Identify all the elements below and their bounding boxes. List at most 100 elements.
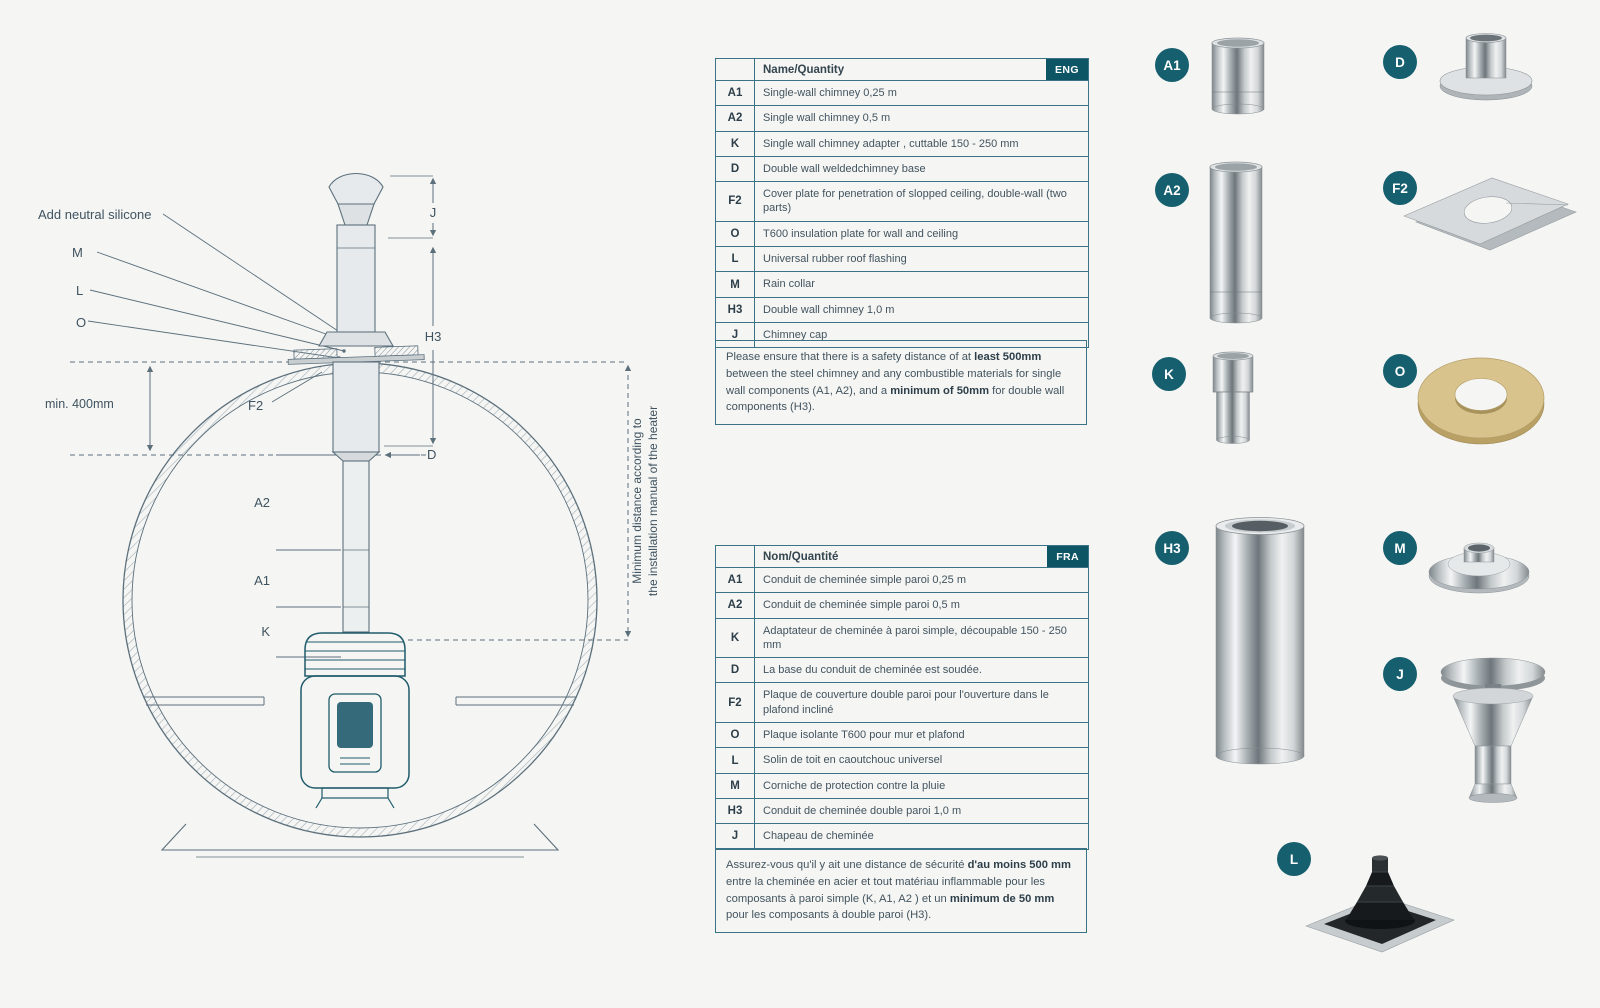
table-row: L Solin de toit en caoutchouc universel [716,748,1088,774]
row-desc: Single-wall chimney 0,25 m [763,87,897,99]
label-a2: A2 [254,495,270,510]
product-badge-k: K [1152,357,1186,391]
dimension-lines [146,175,437,459]
row-code: K [716,131,755,156]
label-vertical-note-2: the installation manual of the heater [646,406,660,596]
note-bold: minimum de 50 mm [949,892,1055,905]
row-desc: Double wall weldedchimney base [763,162,926,175]
note-text: Please ensure that there is a safety dis… [726,351,975,363]
row-code: H3 [716,798,755,824]
product-image-l [1305,855,1455,953]
table-row: J Chapeau de cheminée [716,824,1088,849]
label-j: J [430,205,437,220]
note-text: for double wall components (H3). [726,384,1065,414]
table-row: A2 Conduit de cheminée simple paroi 0,5 m [716,593,1088,619]
product-badge-f2: F2 [1383,171,1417,205]
row-desc: Plaque de couverture double paroi pour l… [763,689,1049,716]
row-desc: Single wall chimney 0,5 m [763,112,891,125]
lang-badge-fra: FRA [1047,546,1088,567]
table-row: J Chimney cap [716,322,1088,348]
label-vertical-note-1: Minimum distance according to [630,418,644,584]
table-row: H3 Conduit de cheminée double paroi 1,0 m [716,798,1088,825]
note-text: Assurez-vous qu'il y ait une distance de… [726,859,968,871]
note-text: pour les composants à double paroi (H3). [726,909,932,922]
label-silicone: Add neutral silicone [38,207,151,222]
product-image-k [1212,351,1254,444]
table-row: M Rain collar [716,272,1088,298]
row-code: M [716,272,755,297]
note-bold: d'au moins 500 mm [967,859,1071,871]
row-code: O [716,221,755,247]
table-row: A1 Conduit de cheminée simple paroi 0,25 … [716,568,1088,594]
row-code: A1 [716,568,755,593]
row-code: O [716,723,755,748]
row-desc: Conduit de cheminée double paroi 1,0 m [763,804,962,817]
product-badge-d: D [1383,45,1417,79]
product-image-o [1417,357,1545,445]
note-bold: minimum of 50mm [890,384,990,397]
row-desc: Chimney cap [763,328,828,341]
product-image-a1 [1211,37,1265,115]
header-gap [716,59,755,80]
label-f2: F2 [248,398,263,413]
product-badge-m: M [1383,531,1417,565]
table-row: L Universal rubber roof flashing [716,247,1088,273]
header-gap [716,546,755,567]
row-desc: Chapeau de cheminée [763,830,874,843]
installation-diagram: Add neutral silicone M L O F2 A2 A1 K J … [38,173,660,858]
product-image-a2 [1209,161,1263,324]
product-badge-o: O [1383,354,1417,388]
row-code: L [716,247,755,272]
row-code: F2 [716,182,755,221]
row-desc: Adaptateur de cheminée à paroi simple, d… [763,624,1067,651]
note-text: between the steel chimney and any combus… [726,367,1062,397]
table-row: H3 Double wall chimney 1,0 m [716,297,1088,323]
product-badge-a2: A2 [1155,173,1189,207]
header-title: Nom/Quantité [763,550,839,563]
row-code: A2 [716,106,755,131]
row-desc: Conduit de cheminée simple paroi 0,5 m [763,599,960,612]
row-code: F2 [716,683,755,723]
row-desc: Solin de toit en caoutchouc universel [763,754,943,767]
stove [300,632,410,809]
row-desc: Conduit de cheminée simple paroi 0,25 m [763,574,967,586]
row-code: D [716,658,755,683]
row-code: A2 [716,593,755,618]
row-code: J [716,824,755,849]
product-image-h3 [1215,517,1305,765]
row-desc: Plaque isolante T600 pour mur et plafond [763,729,965,742]
table-row: F2 Plaque de couverture double paroi pour… [716,683,1088,724]
label-a1: A1 [254,573,270,588]
row-code: A1 [716,81,755,106]
label-l: L [76,283,83,298]
product-image-d [1439,33,1533,101]
label-d: D [427,447,436,462]
product-badge-l: L [1277,842,1311,876]
row-code: L [716,748,755,773]
label-o: O [76,315,86,330]
row-code: M [716,773,755,798]
label-k: K [261,624,270,639]
row-desc: Rain collar [763,278,815,291]
row-code: H3 [716,297,755,322]
label-min-distance: min. 400mm [45,397,114,411]
row-code: K [716,618,755,658]
table-row: A1 Single-wall chimney 0,25 m [716,81,1088,107]
note-text: entre la cheminée en acier et tout matér… [726,875,1046,905]
row-desc: Double wall chimney 1,0 m [763,303,895,316]
chimney-stack [287,173,425,633]
table-row: O Plaque isolante T600 pour mur et plafon… [716,723,1088,749]
row-desc: Universal rubber roof flashing [763,253,907,266]
header-title: Name/Quantity [763,63,845,76]
table-row: K Adaptateur de cheminée à paroi simple, … [716,618,1088,659]
row-code: J [716,322,755,348]
safety-note-fra: Assurez-vous qu'il y ait une distance de… [715,848,1087,934]
